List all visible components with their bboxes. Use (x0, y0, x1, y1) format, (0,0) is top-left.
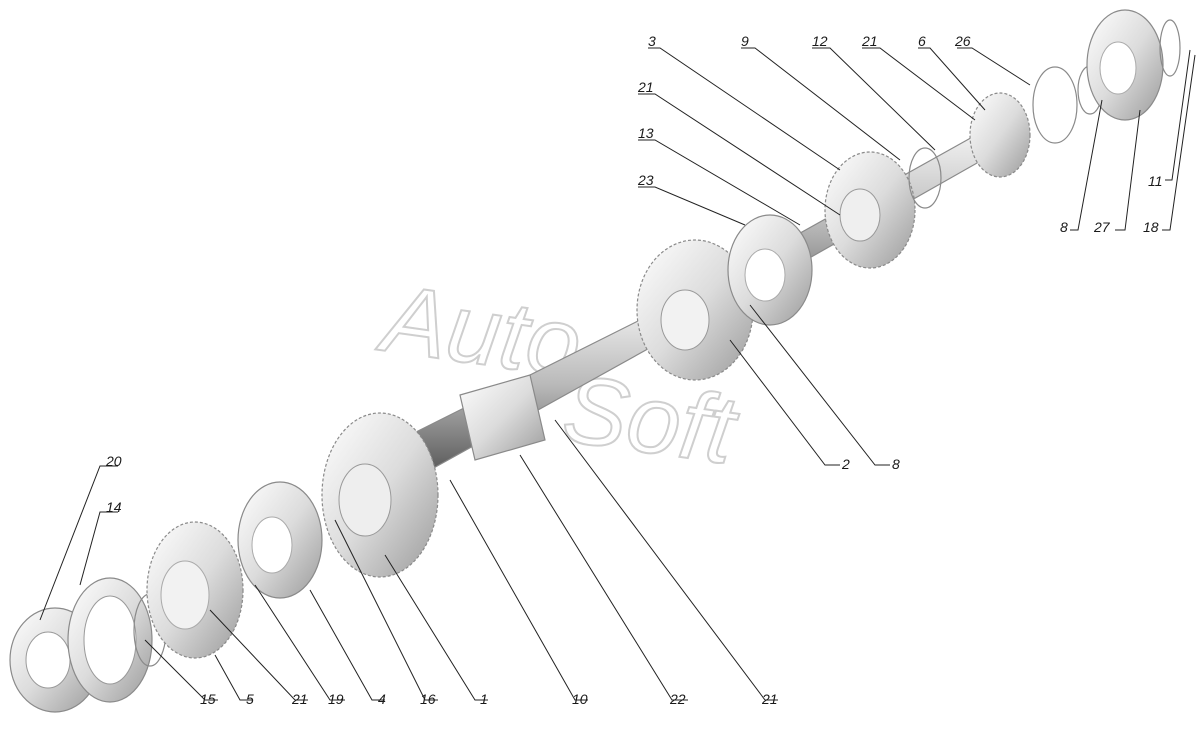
part-6-gear (969, 92, 1031, 178)
callout-12: 12 (812, 33, 828, 49)
callout-4: 4 (378, 691, 386, 707)
callout-21-bottom-b: 21 (761, 691, 778, 707)
callout-22: 22 (669, 691, 686, 707)
part-5-gear (146, 521, 244, 659)
part-4-synchronizer (237, 481, 323, 599)
callout-21-top: 21 (861, 33, 878, 49)
part-2-gear (636, 239, 754, 381)
callout-21-left: 21 (637, 79, 654, 95)
part-14-plate (67, 577, 153, 703)
callout-27: 27 (1093, 219, 1111, 235)
callout-20: 20 (105, 453, 122, 469)
callout-6: 6 (918, 33, 926, 49)
callout-10: 10 (572, 691, 588, 707)
callout-11: 11 (1148, 173, 1163, 189)
callout-8-mid: 8 (892, 456, 900, 472)
callout-13: 13 (638, 125, 654, 141)
callout-18: 18 (1143, 219, 1159, 235)
callout-19: 19 (328, 691, 344, 707)
callout-2: 2 (841, 456, 850, 472)
callout-3: 3 (648, 33, 656, 49)
callout-8-right: 8 (1060, 219, 1068, 235)
callout-1: 1 (480, 691, 488, 707)
part-12-ring (908, 147, 942, 209)
callout-23: 23 (637, 172, 654, 188)
part-23-synchronizer (727, 214, 813, 326)
callout-5: 5 (246, 691, 254, 707)
part-1-gear (321, 412, 439, 578)
callout-16: 16 (420, 691, 436, 707)
callout-9: 9 (741, 33, 749, 49)
callout-14: 14 (106, 499, 122, 515)
callout-15: 15 (200, 691, 216, 707)
part-3-gear (824, 151, 916, 269)
callout-labels: 3 9 12 21 6 26 21 13 23 11 8 27 18 2 8 2… (105, 33, 1163, 707)
part-22-sleeve (459, 374, 546, 461)
callout-26: 26 (954, 33, 971, 49)
part-18-ring (1159, 19, 1181, 77)
leader-lines (39, 47, 1196, 701)
callout-21-bottom-a: 21 (291, 691, 308, 707)
part-27-synchronizer (1086, 9, 1164, 121)
part-26-washer (1032, 66, 1078, 144)
